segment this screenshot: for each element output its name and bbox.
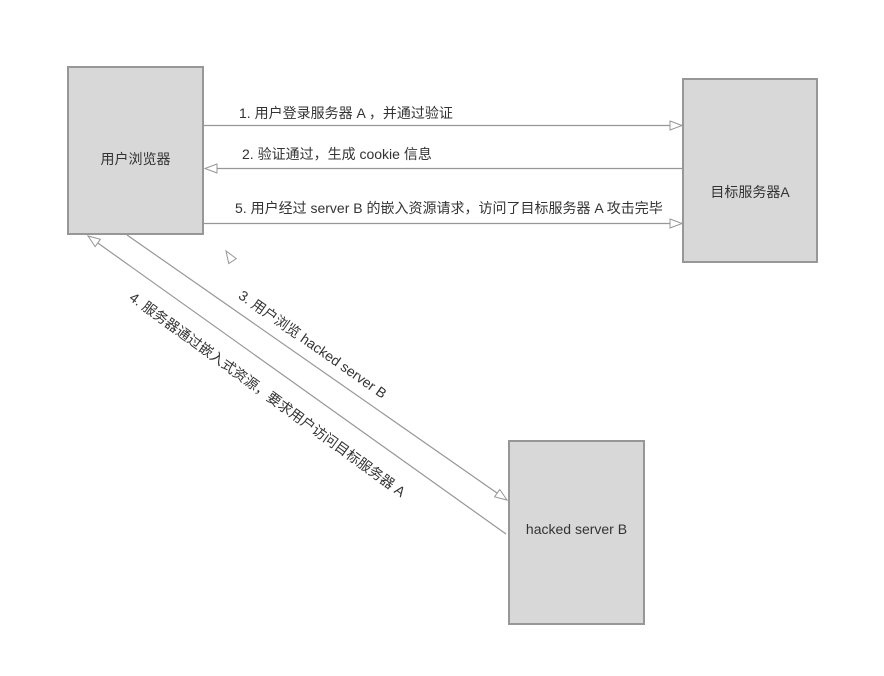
node-hacked-server-b: hacked server B	[508, 440, 645, 625]
message-label-2: 2. 验证通过，生成 cookie 信息	[242, 146, 432, 162]
node-user-browser-label: 用户浏览器	[100, 151, 171, 167]
node-user-browser: 用户浏览器	[67, 66, 204, 235]
node-hacked-server-b-label: hacked server B	[525, 521, 628, 537]
stray-arrowhead-icon	[225, 249, 238, 265]
arrow-msg-4	[88, 236, 507, 535]
node-target-server-a: 目标服务器A	[682, 78, 818, 263]
message-label-1: 1. 用户登录服务器 A ，并通过验证	[239, 105, 453, 121]
message-label-5: 5. 用户经过 server B 的嵌入资源请求，访问了目标服务器 A 攻击完毕	[235, 200, 663, 216]
arrow-msg-3	[126, 234, 507, 500]
node-target-server-a-label: 目标服务器A	[710, 184, 790, 200]
